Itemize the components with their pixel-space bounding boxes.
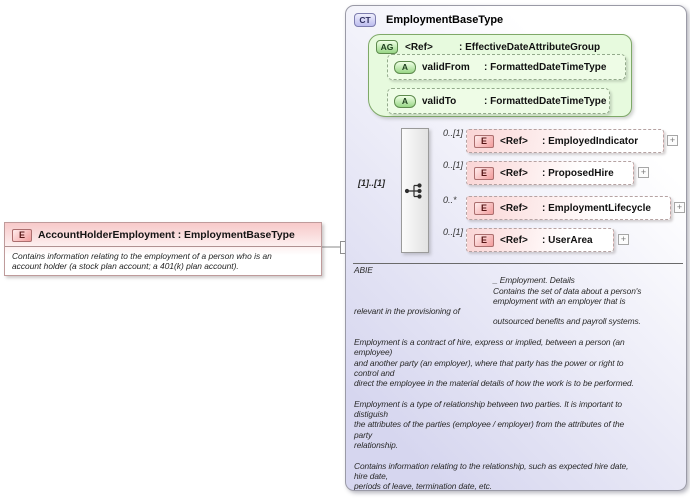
doc-line (354, 450, 686, 460)
element-icon: E (474, 233, 494, 247)
complextype-title: EmploymentBaseType (386, 14, 504, 26)
doc-line: Contains information relating to the rel… (354, 460, 629, 471)
element-employedindicator[interactable]: E <Ref> : EmployedIndicator (466, 129, 664, 153)
attribute-icon: A (394, 94, 416, 108)
description-line: account holder (a stock plan account; a … (12, 261, 239, 271)
element-ref: <Ref> (500, 234, 528, 246)
element-proposedhire[interactable]: E <Ref> : ProposedHire (466, 161, 634, 185)
doc-line: hire date, (354, 470, 388, 481)
doc-line: periods of leave, termination date, etc. (354, 481, 492, 491)
element-icon: E (474, 134, 494, 148)
doc-line: direct the employee in the material deta… (354, 378, 634, 389)
attribute-group-ref: <Ref> (405, 41, 433, 53)
element-type: : EmployedIndicator (542, 135, 639, 147)
complextype-icon: CT (354, 13, 376, 27)
attribute-type: : FormattedDateTimeType (484, 95, 607, 107)
complextype-box[interactable]: CT EmploymentBaseType AG <Ref> : Effecti… (345, 5, 687, 491)
attribute-icon: A (394, 60, 416, 74)
element-icon: E (474, 166, 494, 180)
attribute-name: validTo (422, 95, 457, 107)
element-type: : ProposedHire (542, 167, 614, 179)
doc-line: control and (354, 367, 395, 378)
occurrence-label: 0..[1] (443, 128, 464, 138)
element-userarea[interactable]: E <Ref> : UserArea (466, 228, 614, 252)
occurrence-label: 0..[1] (443, 227, 464, 237)
source-element-header: E AccountHolderEmployment : EmploymentBa… (5, 223, 321, 247)
element-type: : EmploymentLifecycle (542, 202, 651, 214)
doc-line: relationship. (354, 440, 398, 451)
doc-line (354, 389, 686, 399)
expand-button[interactable]: + (618, 234, 629, 245)
doc-line: Employment is a contract of hire, expres… (354, 337, 625, 348)
source-element-box[interactable]: E AccountHolderEmployment : EmploymentBa… (4, 222, 322, 276)
expand-button[interactable]: + (638, 167, 649, 178)
element-ref: <Ref> (500, 167, 528, 179)
attribute-type: : FormattedDateTimeType (484, 61, 607, 73)
documentation-panel: ABIE _ Employment. Details Contains the … (354, 265, 686, 491)
doc-line: Contains the set of data about a person'… (493, 285, 642, 296)
complextype-header: CT EmploymentBaseType (354, 13, 503, 27)
attribute-name: validFrom (422, 61, 470, 73)
doc-line: outsourced benefits and payroll systems. (493, 316, 641, 327)
attribute-group-icon: AG (376, 40, 398, 54)
doc-line: the attributes of the parties (employee … (354, 419, 625, 430)
occurrence-label: 0..[1] (443, 160, 464, 170)
doc-line (354, 327, 686, 337)
sequence-compositor[interactable] (401, 128, 429, 253)
attribute-validto[interactable]: A validTo : FormattedDateTimeType (387, 88, 610, 114)
doc-line: Employment is a type of relationship bet… (354, 398, 622, 409)
doc-line: and another party (an employer), where t… (354, 357, 624, 368)
element-type: : UserArea (542, 234, 593, 246)
compositor-occurrence-label: [1]..[1] (358, 178, 385, 188)
doc-line: party (354, 429, 373, 440)
occurrence-label: 0..* (443, 195, 457, 205)
doc-line: employee) (354, 347, 393, 358)
attribute-group-type: : EffectiveDateAttributeGroup (459, 41, 601, 53)
doc-line: relevant in the provisioning of (354, 306, 460, 317)
attribute-validfrom[interactable]: A validFrom : FormattedDateTimeType (387, 54, 626, 80)
attribute-group-header: AG <Ref> : EffectiveDateAttributeGroup (376, 40, 600, 54)
element-ref: <Ref> (500, 202, 528, 214)
sequence-icon (404, 182, 422, 199)
source-element-description: Contains information relating to the emp… (5, 247, 321, 271)
doc-line: _ Employment. Details (493, 275, 575, 286)
documentation-divider (353, 263, 683, 264)
doc-line: ABIE (354, 265, 373, 275)
element-employmentlifecycle[interactable]: E <Ref> : EmploymentLifecycle (466, 196, 671, 220)
attribute-group-label: <Ref> : EffectiveDateAttributeGroup (405, 42, 600, 53)
expand-button[interactable]: + (674, 202, 685, 213)
doc-line: distiguish (354, 409, 388, 420)
element-ref: <Ref> (500, 135, 528, 147)
element-icon: E (12, 228, 32, 242)
description-line: Contains information relating to the emp… (12, 251, 272, 261)
attribute-group-box[interactable]: AG <Ref> : EffectiveDateAttributeGroup A… (368, 34, 632, 117)
element-icon: E (474, 201, 494, 215)
doc-line: employment with an employer that is (493, 295, 626, 306)
expand-button[interactable]: + (667, 135, 678, 146)
source-element-title: AccountHolderEmployment : EmploymentBase… (38, 229, 295, 241)
